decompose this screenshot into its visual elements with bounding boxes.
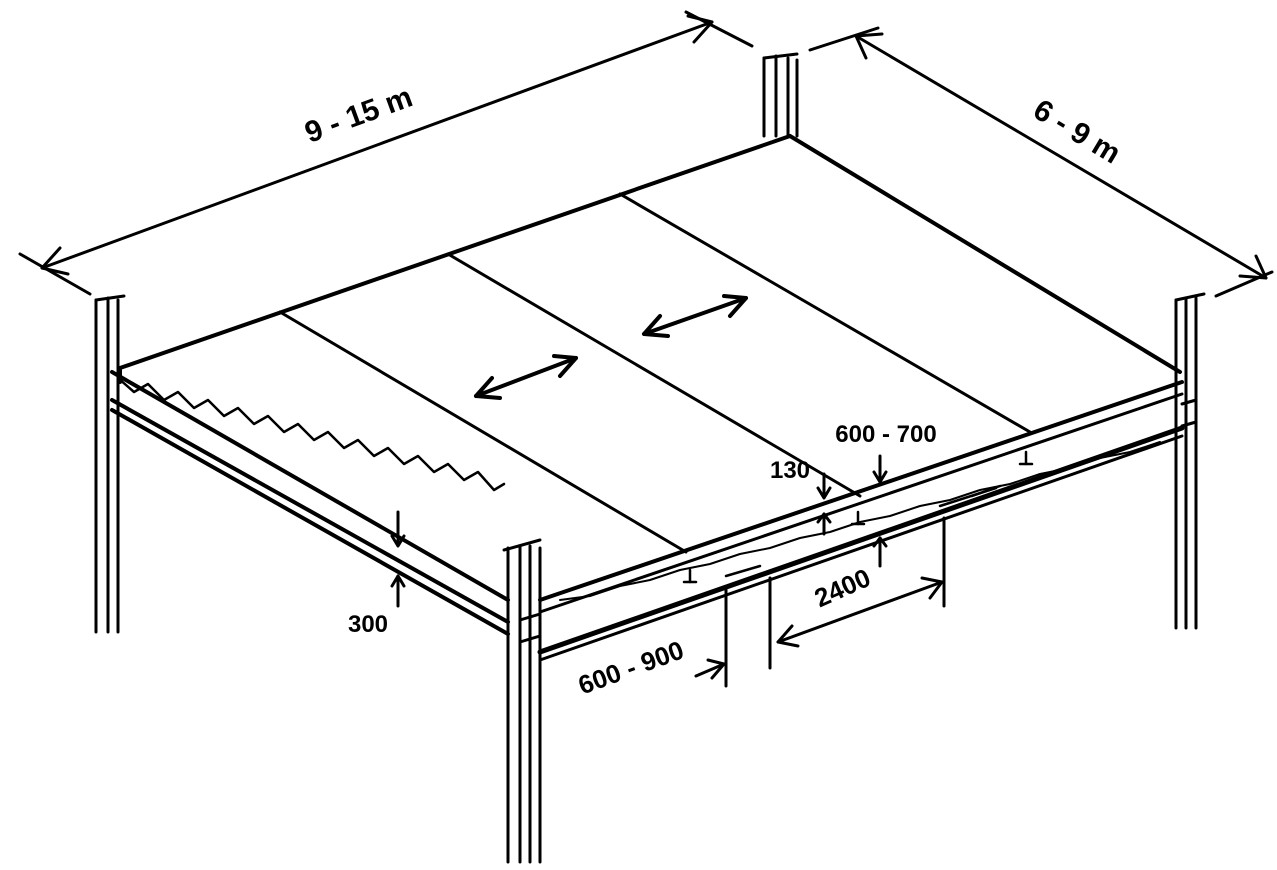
dimension-beam-depth	[390, 510, 406, 608]
column-back-left	[94, 294, 126, 634]
dimension-edge-beam-depth	[694, 588, 728, 688]
dimension-plank-width	[768, 516, 946, 670]
plank-joints	[278, 192, 1032, 554]
double-arrow-icon	[642, 294, 748, 338]
label-edge-beam-depth: 600 - 900	[574, 635, 688, 701]
floor-slab	[118, 134, 1182, 384]
label-main-beam-depth: 600 - 700	[835, 421, 936, 448]
dimension-long-span	[18, 10, 754, 296]
dimension-slab-thickness	[816, 472, 832, 536]
label-beam-depth: 300	[348, 611, 388, 638]
front-edge-beam	[537, 380, 1185, 662]
beam-column-connections	[518, 398, 1198, 644]
column-back-middle	[762, 52, 799, 138]
label-long-span: 9 - 15 m	[301, 80, 417, 149]
dimension-main-beam-depth	[872, 454, 888, 568]
label-short-span: 6 - 9 m	[1028, 93, 1126, 170]
shear-studs	[682, 450, 1034, 584]
left-edge-beam	[110, 370, 510, 636]
label-plank-width: 2400	[810, 562, 875, 613]
double-arrow-icon	[474, 354, 578, 400]
label-slab-thickness: 130	[770, 457, 810, 484]
column-back-right	[1174, 292, 1206, 630]
column-front	[502, 538, 542, 864]
dimension-short-span	[808, 26, 1274, 298]
